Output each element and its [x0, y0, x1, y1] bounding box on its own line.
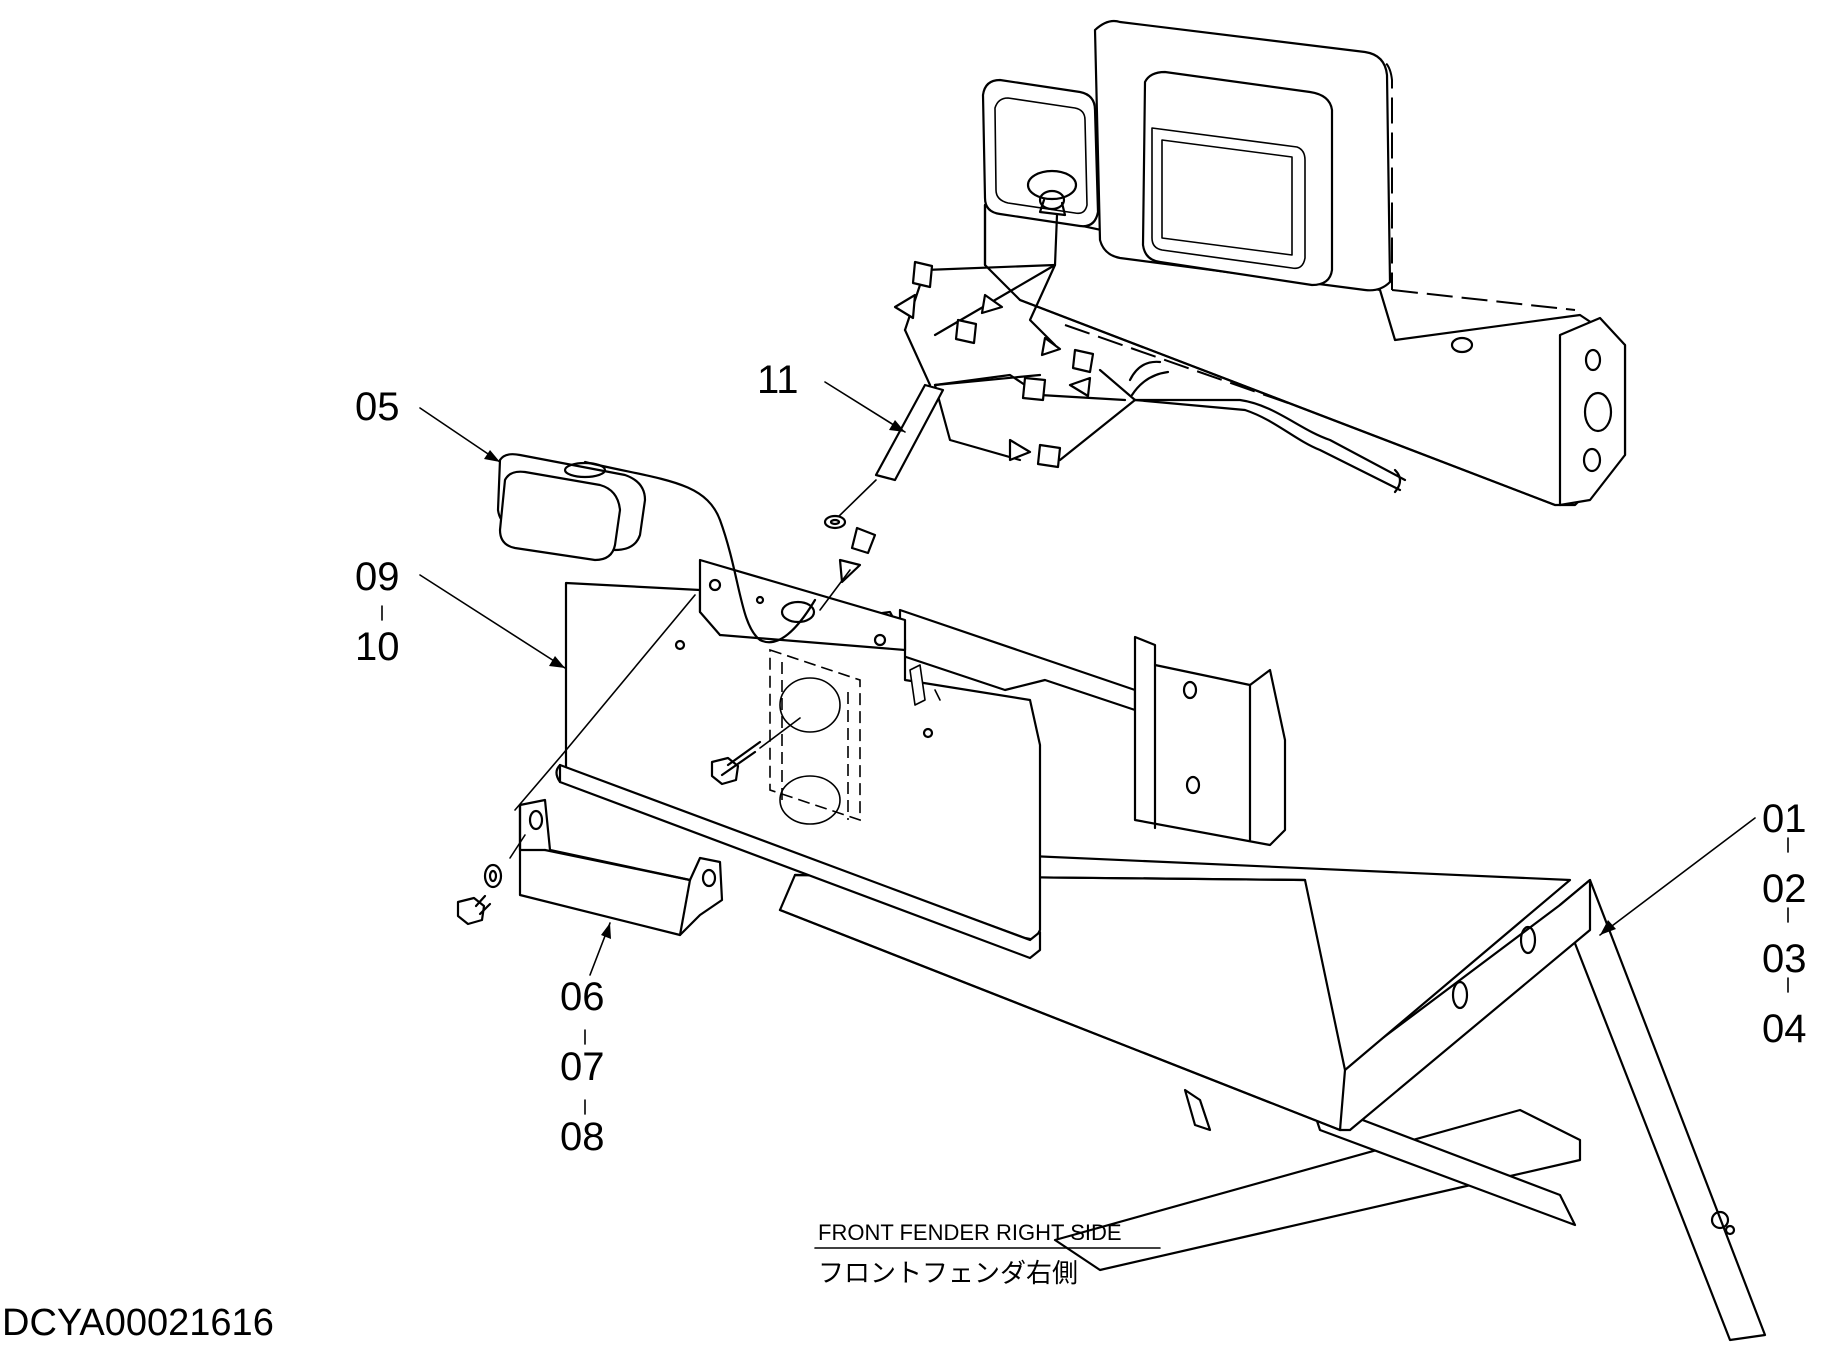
- mount-bracket: [555, 460, 1137, 960]
- callout-number: 11: [757, 358, 799, 402]
- callout-number: 07: [560, 1045, 605, 1089]
- callout-number: 02: [1762, 867, 1807, 911]
- callout-number: 05: [355, 385, 400, 429]
- view-caption: FRONT FENDER RIGHT SIDE フロントフェンダ右側: [814, 1220, 1161, 1289]
- callout-number: 03: [1762, 937, 1807, 981]
- callout-number: 06: [560, 975, 605, 1019]
- side-marker-lamp-icon: [496, 453, 647, 562]
- callout-number: 10: [355, 625, 400, 669]
- wire-harness-icon: [819, 213, 1407, 611]
- washer-icon: [483, 514, 847, 889]
- callout-01-04: 01 02 03 04: [1762, 797, 1807, 1051]
- bolt-icon: [456, 594, 801, 926]
- leader-lines: [381, 381, 1789, 1115]
- callout-number: 08: [560, 1115, 605, 1159]
- callout-06-08: 06 07 08: [560, 975, 605, 1159]
- callout-number: 01: [1762, 797, 1807, 841]
- callout-number: 09: [355, 555, 400, 599]
- callout-05: 05: [355, 385, 400, 429]
- lower-stay: [518, 798, 724, 937]
- lamp-support-bracket: [1133, 635, 1287, 847]
- caption-english: FRONT FENDER RIGHT SIDE: [818, 1220, 1122, 1245]
- caption-japanese: フロントフェンダ右側: [818, 1259, 1078, 1289]
- callout-11: 11: [757, 358, 799, 402]
- document-id: DCYA00021616: [2, 1302, 274, 1344]
- callout-number: 04: [1762, 1007, 1807, 1051]
- rear-combination-lamp-icon: [981, 19, 1627, 507]
- callout-09-10: 09 10: [355, 555, 400, 669]
